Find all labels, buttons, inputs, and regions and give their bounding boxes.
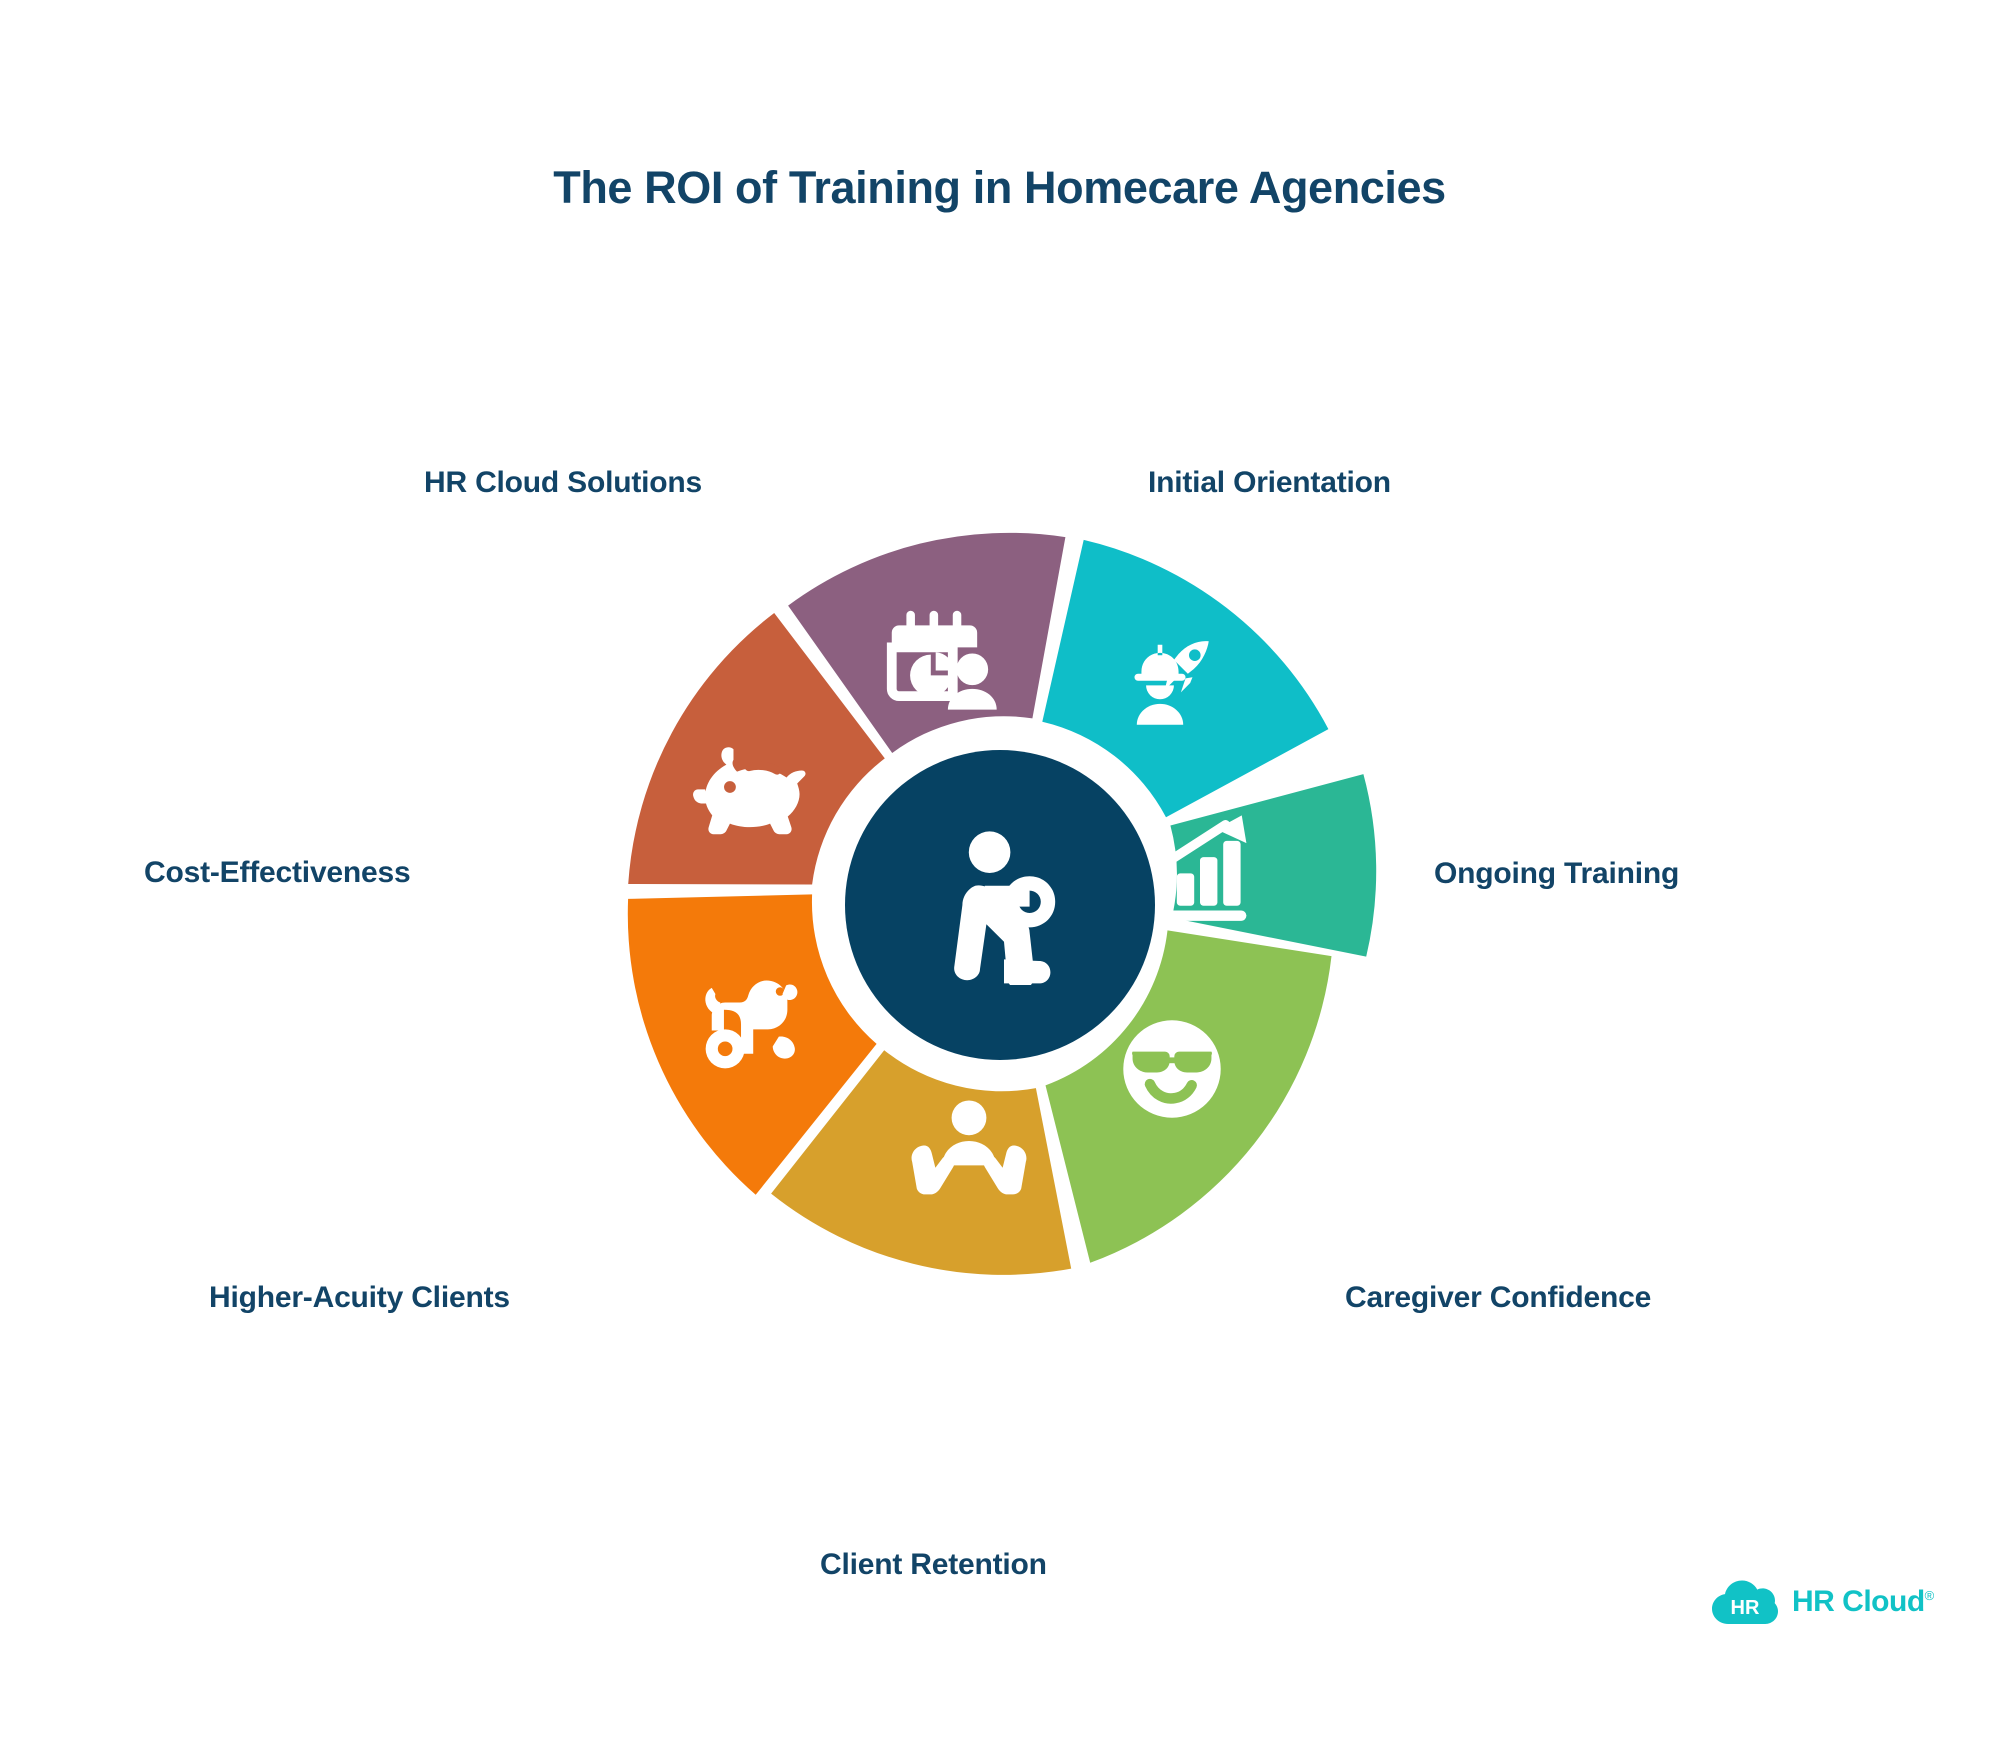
registered-mark: ® [1924, 1588, 1935, 1603]
roi-wheel-diagram [420, 480, 1580, 1480]
segment-client-retention[interactable] [771, 1050, 1072, 1275]
segment-label-cost-effectiveness: Cost-Effectiveness [144, 856, 411, 889]
segment-label-higher-acuity-clients: Higher-Acuity Clients [209, 1281, 510, 1314]
hr-cloud-logo-icon: HR [1712, 1578, 1778, 1626]
hr-cloud-wordmark-text: HR Cloud [1792, 1585, 1925, 1618]
svg-text:HR: HR [1731, 1597, 1760, 1619]
segment-label-hr-cloud-solutions: HR Cloud Solutions [424, 466, 703, 499]
hr-cloud-wordmark: HR Cloud® [1792, 1585, 1934, 1619]
wheel-svg [627, 532, 1377, 1275]
segment-hr-cloud-solutions[interactable] [788, 532, 1066, 753]
page-title: The ROI of Training in Homecare Agencies [553, 162, 1446, 213]
segment-ongoing-training[interactable] [1151, 774, 1377, 957]
segment-label-initial-orientation: Initial Orientation [1148, 466, 1391, 499]
wheel-segments [627, 532, 1377, 1275]
segment-label-ongoing-training: Ongoing Training [1434, 857, 1680, 890]
segment-label-caregiver-confidence: Caregiver Confidence [1345, 1281, 1652, 1314]
segment-higher-acuity-clients[interactable] [627, 894, 877, 1195]
segment-label-client-retention: Client Retention [820, 1548, 1047, 1581]
cool-face-sunglasses-icon [1123, 1020, 1220, 1117]
segment-cost-effectiveness[interactable] [628, 613, 885, 885]
center-hub[interactable] [834, 739, 1166, 1071]
hr-cloud-logo[interactable]: HR HR Cloud® [1712, 1578, 1934, 1626]
segment-caregiver-confidence[interactable] [1045, 930, 1332, 1263]
segment-initial-orientation[interactable] [1042, 539, 1329, 818]
